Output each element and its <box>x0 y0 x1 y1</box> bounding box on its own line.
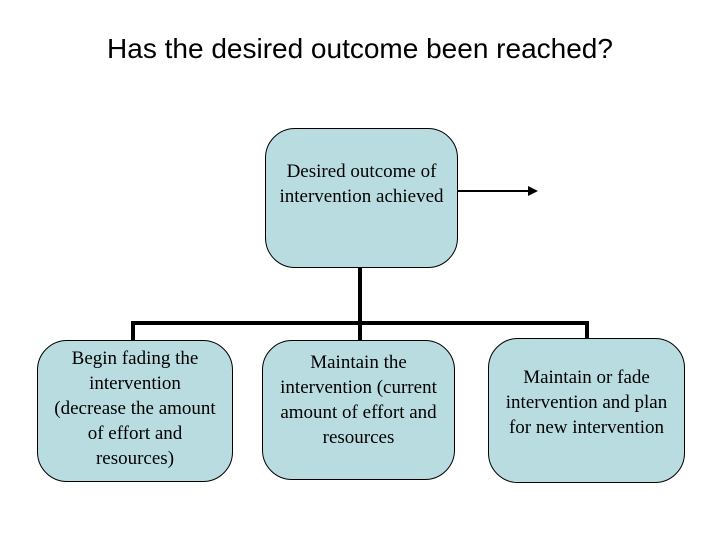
right-arrow-line <box>458 190 530 192</box>
node-maintain-intervention-label: Maintain the intervention (current amoun… <box>280 352 437 448</box>
connector-horizontal <box>131 321 589 325</box>
node-desired-outcome-label: Desired outcome of intervention achieved <box>279 161 444 207</box>
node-begin-fading-label: Begin fading the intervention (decrease … <box>54 348 216 469</box>
node-maintain-intervention: Maintain the intervention (current amoun… <box>262 340 455 480</box>
right-arrow-head-icon <box>528 186 538 196</box>
node-maintain-or-fade-label: Maintain or fade intervention and plan f… <box>505 367 668 438</box>
node-maintain-or-fade: Maintain or fade intervention and plan f… <box>488 338 685 483</box>
node-desired-outcome: Desired outcome of intervention achieved <box>265 128 458 268</box>
slide-title: Has the desired outcome been reached? <box>107 33 613 64</box>
connector-left-drop <box>131 321 135 340</box>
connector-right-drop <box>585 321 589 338</box>
connector-root-vertical <box>358 268 362 340</box>
node-begin-fading: Begin fading the intervention (decrease … <box>37 340 233 482</box>
